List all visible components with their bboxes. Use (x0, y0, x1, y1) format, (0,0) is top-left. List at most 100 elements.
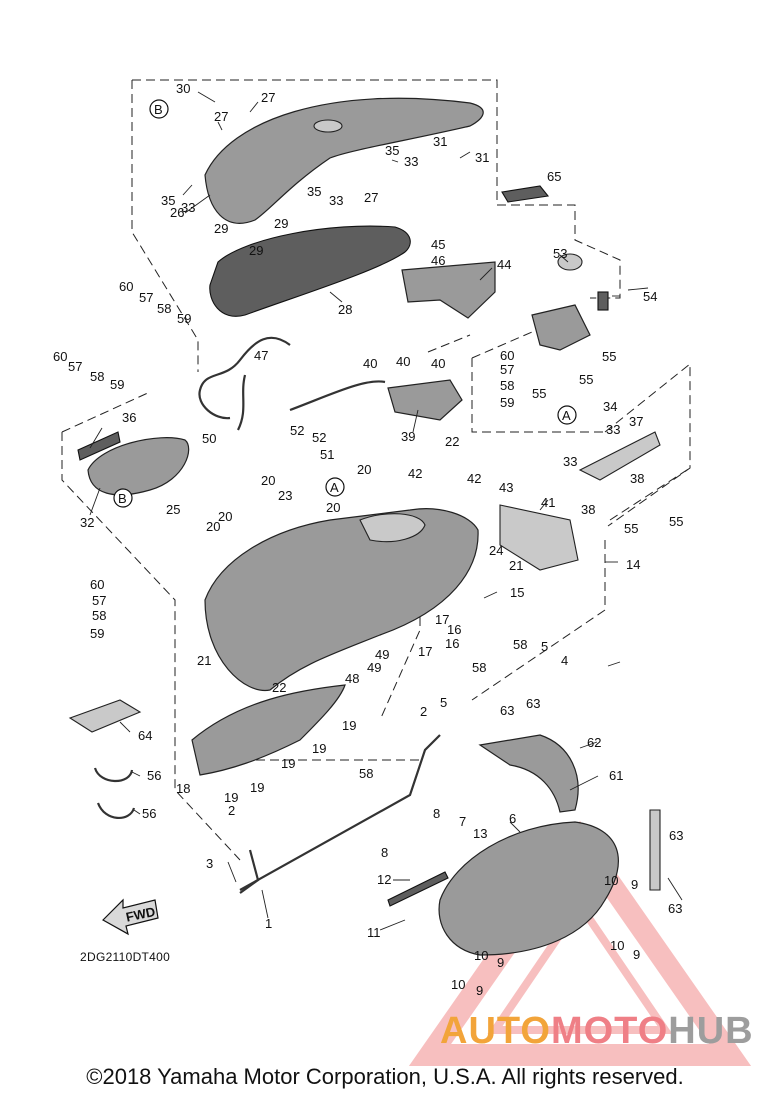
callout-3: 3 (206, 856, 213, 871)
callout-20: 20 (357, 462, 371, 477)
lid-seal-part-28 (209, 225, 411, 317)
callout-58: 58 (472, 660, 486, 675)
side-case-part-6 (438, 821, 619, 956)
callout-42: 42 (467, 471, 481, 486)
frame-part-41 (499, 504, 579, 571)
callout-57: 57 (139, 290, 153, 305)
callout-20: 20 (218, 509, 232, 524)
callout-19: 19 (281, 756, 295, 771)
callout-32: 32 (80, 515, 94, 530)
leader-lines (89, 91, 683, 931)
callout-53: 53 (553, 246, 567, 261)
callout-44: 44 (497, 257, 511, 272)
callout-33: 33 (606, 422, 620, 437)
callout-4: 4 (561, 653, 568, 668)
callout-55: 55 (669, 514, 683, 529)
callout-39: 39 (401, 429, 415, 444)
callout-65: 65 (547, 169, 561, 184)
callout-20: 20 (206, 519, 220, 534)
inner-cover-part-44 (401, 261, 496, 319)
callout-38: 38 (581, 502, 595, 517)
callout-58: 58 (157, 301, 171, 316)
callout-10: 10 (451, 977, 465, 992)
lid-emblem-recess (313, 119, 343, 133)
key-part-54 (597, 291, 609, 311)
callout-25: 25 (166, 502, 180, 517)
callout-35: 35 (161, 193, 175, 208)
callout-33: 33 (563, 454, 577, 469)
callout-16: 16 (447, 622, 461, 637)
callout-9: 9 (631, 877, 638, 892)
callout-8: 8 (433, 806, 440, 821)
callout-36: 36 (122, 410, 136, 425)
callout-35: 35 (307, 184, 321, 199)
callout-19: 19 (224, 790, 238, 805)
callout-61: 61 (609, 768, 623, 783)
callout-26: 26 (170, 205, 184, 220)
latch-mechanism-part-54 (531, 304, 591, 351)
callout-9: 9 (633, 947, 640, 962)
fwd-arrow-icon: FWD (102, 898, 159, 936)
callout-8: 8 (381, 845, 388, 860)
callout-1: 1 (265, 916, 272, 931)
callout-60: 60 (500, 348, 514, 363)
callout-57: 57 (92, 593, 106, 608)
copyright-footer: ©2018 Yamaha Motor Corporation, U.S.A. A… (86, 1064, 684, 1089)
bar-part-12 (387, 871, 449, 907)
callout-29: 29 (274, 216, 288, 231)
callout-13: 13 (473, 826, 487, 841)
callout-57: 57 (68, 359, 82, 374)
callout-10: 10 (474, 948, 488, 963)
callout-64: 64 (138, 728, 152, 743)
main-case-part-14 (204, 508, 479, 692)
cover-part-37 (578, 431, 661, 481)
callout-54: 54 (643, 289, 657, 304)
callout-58: 58 (92, 608, 106, 623)
callout-23: 23 (278, 488, 292, 503)
cable-part-47 (237, 374, 247, 431)
bracket-part-63 (649, 809, 661, 891)
svg-text:A: A (562, 408, 571, 423)
callout-35: 35 (385, 143, 399, 158)
lower-panel-part-18 (191, 684, 346, 776)
callout-42: 42 (408, 466, 422, 481)
callout-18: 18 (176, 781, 190, 796)
callout-28: 28 (338, 302, 352, 317)
callout-22: 22 (272, 680, 286, 695)
rod-part-39 (289, 380, 386, 412)
callout-51: 51 (320, 447, 334, 462)
watermark-hub: HUB (668, 1010, 754, 1052)
callout-58: 58 (359, 766, 373, 781)
reference-marker-b-lid: B (149, 99, 169, 119)
callout-15: 15 (510, 585, 524, 600)
callout-14: 14 (626, 557, 640, 572)
callout-45: 45 (431, 237, 445, 252)
main-case-group-outline (61, 334, 606, 861)
callout-62: 62 (587, 735, 601, 750)
pad-part-64 (68, 699, 142, 733)
callout-49: 49 (375, 647, 389, 662)
svg-text:B: B (154, 102, 163, 117)
callout-37: 37 (629, 414, 643, 429)
callout-20: 20 (261, 473, 275, 488)
callout-27: 27 (261, 90, 275, 105)
callout-60: 60 (90, 577, 104, 592)
top-lid-group-outline (131, 79, 621, 372)
callout-9: 9 (497, 955, 504, 970)
callout-40: 40 (363, 356, 377, 371)
callout-48: 48 (345, 671, 359, 686)
callout-52: 52 (290, 423, 304, 438)
callout-40: 40 (431, 356, 445, 371)
callout-41: 41 (541, 495, 555, 510)
callout-60: 60 (119, 279, 133, 294)
callout-58: 58 (513, 637, 527, 652)
panel-part-61 (478, 734, 579, 813)
callout-17: 17 (418, 644, 432, 659)
callout-6: 6 (509, 811, 516, 826)
callout-56: 56 (142, 806, 156, 821)
callout-21: 21 (197, 653, 211, 668)
stay-part-1 (239, 734, 441, 891)
top-lid-part-26 (204, 97, 484, 224)
callout-63: 63 (668, 901, 682, 916)
